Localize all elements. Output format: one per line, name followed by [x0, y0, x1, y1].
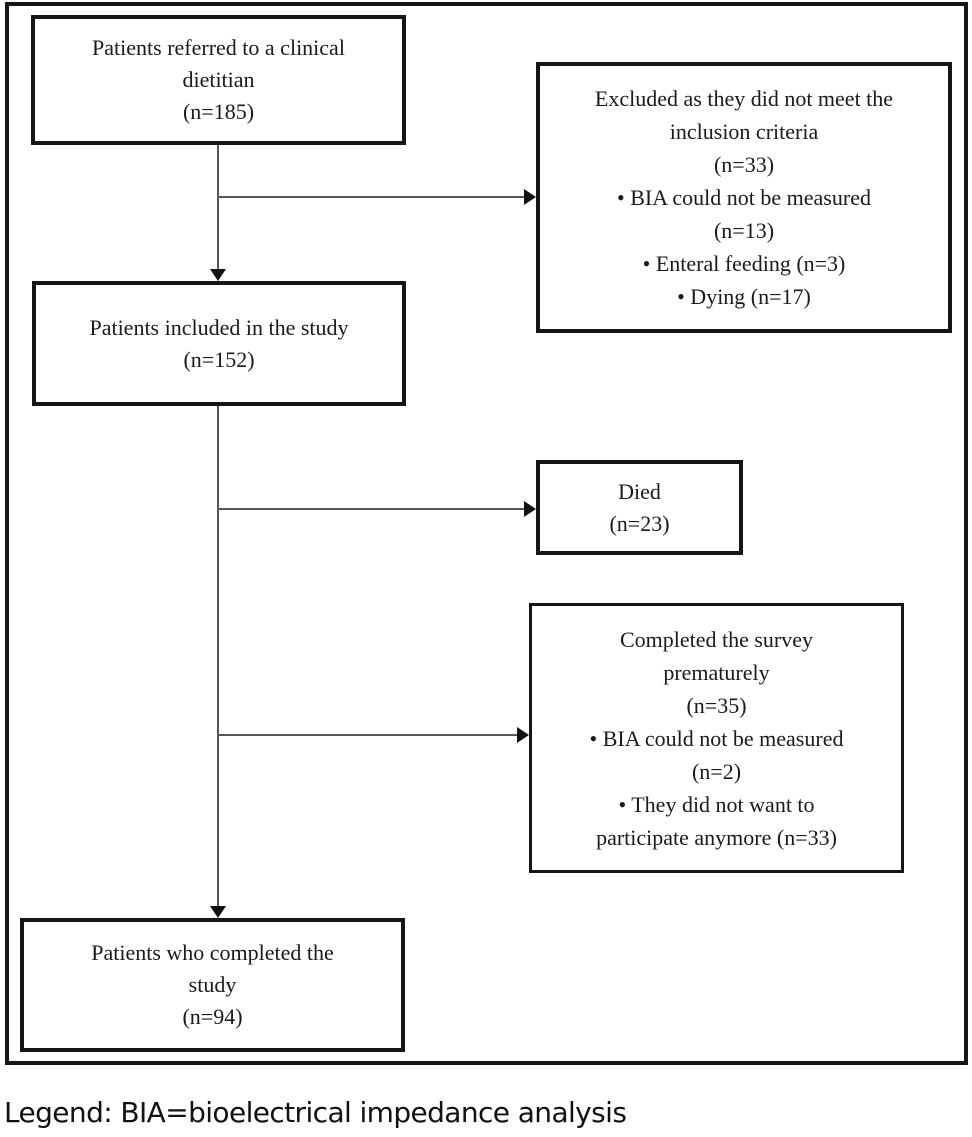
box-line: • Dying (n=17) [677, 284, 811, 309]
arrowhead-down-icon [210, 269, 226, 281]
box-line: study [188, 972, 237, 997]
outer-frame [5, 2, 968, 1065]
box-line: (n=13) [713, 218, 775, 243]
box-line: dietitian [182, 67, 255, 92]
connector-included-to-completed [217, 406, 219, 906]
connector-referred-to-included [217, 145, 219, 271]
box-line: (n=2) [691, 758, 742, 784]
arrowhead-right-icon [517, 727, 529, 743]
box-line: • BIA could not be measured [589, 725, 844, 751]
connector-to-premature [218, 734, 517, 736]
flow-box-included: Patients included in the study (n=152) [32, 281, 406, 406]
box-line: Patients referred to a clinical [92, 35, 345, 60]
box-line: (n=185) [182, 99, 255, 124]
box-line: • Enteral feeding (n=3) [642, 251, 846, 276]
flow-box-referred: Patients referred to a clinical dietitia… [31, 15, 406, 145]
box-line: participate anymore (n=33) [596, 824, 837, 850]
connector-to-excluded [218, 196, 524, 198]
box-line: (n=35) [686, 692, 747, 718]
box-line: inclusion criteria [669, 119, 819, 144]
box-line: Died [618, 478, 661, 504]
box-line: Completed the survey [619, 626, 814, 652]
box-line: Patients who completed the [91, 940, 334, 965]
box-line: (n=94) [182, 1004, 243, 1029]
box-line: • BIA could not be measured [617, 185, 871, 210]
flow-box-died: Died (n=23) [536, 460, 743, 555]
connector-to-died [218, 508, 524, 510]
box-line: Excluded as they did not meet the [594, 86, 894, 111]
box-line: (n=33) [713, 152, 775, 177]
box-line: (n=152) [183, 346, 255, 372]
box-line: • They did not want to [618, 791, 815, 817]
flow-box-excluded: Excluded as they did not meet the inclus… [536, 62, 952, 333]
arrowhead-right-icon [524, 189, 536, 205]
arrowhead-right-icon [524, 501, 536, 517]
box-line: prematurely [663, 659, 770, 685]
box-line: (n=23) [609, 510, 670, 536]
flow-box-premature: Completed the survey prematurely (n=35) … [529, 603, 904, 873]
legend-text: Legend: BIA=bioelectrical impedance anal… [4, 1096, 627, 1129]
arrowhead-down-icon [210, 906, 226, 918]
box-line: Patients included in the study [89, 314, 349, 340]
flow-box-completed: Patients who completed the study (n=94) [20, 918, 405, 1052]
